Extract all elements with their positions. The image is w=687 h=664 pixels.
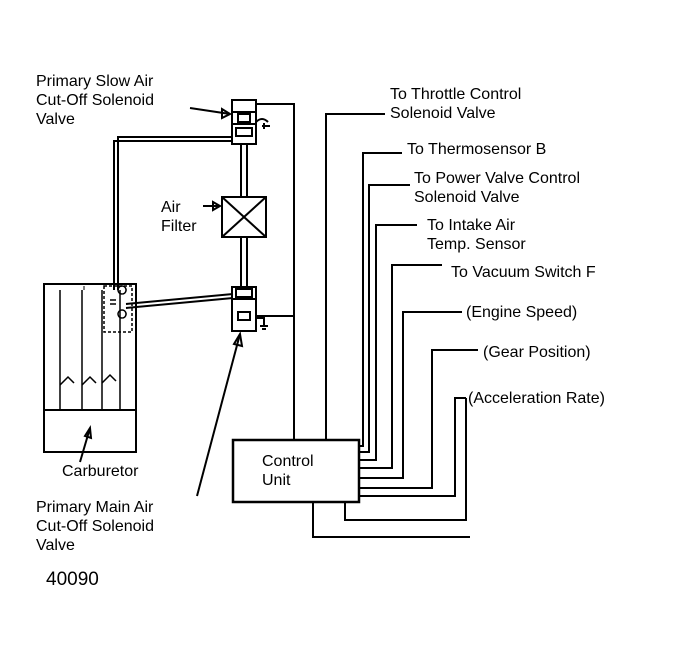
- label-line: Temp. Sensor: [427, 236, 526, 253]
- valve-wiring: [256, 103, 295, 440]
- air-hose-upper: [113, 136, 233, 290]
- air-pipe: [240, 144, 248, 287]
- label-line: Solenoid Valve: [390, 105, 496, 122]
- label-vacuum-switch: To Vacuum Switch F: [451, 264, 596, 281]
- label-line: Valve: [36, 537, 75, 554]
- label-line: Unit: [262, 472, 291, 489]
- label-primary-slow-air-valve: Primary Slow Air Cut-Off Solenoid Valve: [36, 72, 154, 129]
- label-acceleration-rate: (Acceleration Rate): [468, 390, 605, 407]
- label-control-unit: Control Unit: [262, 452, 314, 490]
- label-line: Solenoid Valve: [414, 189, 520, 206]
- primary-main-air-valve: [231, 286, 268, 332]
- carburetor-ports: [110, 285, 127, 319]
- label-throttle-control: To Throttle Control Solenoid Valve: [390, 85, 521, 123]
- label-engine-speed: (Engine Speed): [466, 304, 578, 321]
- label-thermosensor: To Thermosensor B: [407, 141, 547, 158]
- air-filter: [221, 196, 267, 238]
- label-line: Cut-Off Solenoid: [36, 92, 154, 109]
- label-line: Air: [161, 199, 181, 216]
- air-hose-lower: [125, 293, 234, 309]
- label-line: Control: [262, 453, 314, 470]
- label-line: Filter: [161, 218, 197, 235]
- figure-number: 40090: [46, 569, 99, 590]
- label-line: Cut-Off Solenoid: [36, 518, 154, 535]
- label-line: Valve: [36, 111, 75, 128]
- label-primary-main-air-valve: Primary Main Air Cut-Off Solenoid Valve: [36, 498, 154, 555]
- label-line: To Throttle Control: [390, 86, 522, 103]
- label-gear-position: (Gear Position): [483, 344, 591, 361]
- label-power-valve: To Power Valve Control Solenoid Valve: [414, 169, 580, 207]
- label-line: Primary Slow Air: [36, 73, 154, 90]
- control-unit-box: [231, 438, 361, 504]
- signal-wires: [312, 113, 478, 538]
- label-carburetor: Carburetor: [62, 463, 139, 480]
- label-intake-air: To Intake Air Temp. Sensor: [427, 216, 526, 254]
- leader-lines: [79, 107, 244, 497]
- primary-slow-air-valve: [231, 99, 270, 145]
- label-air-filter: Air Filter: [161, 198, 197, 236]
- label-line: To Intake Air: [427, 217, 516, 234]
- label-line: Primary Main Air: [36, 499, 154, 516]
- label-line: To Power Valve Control: [414, 170, 580, 187]
